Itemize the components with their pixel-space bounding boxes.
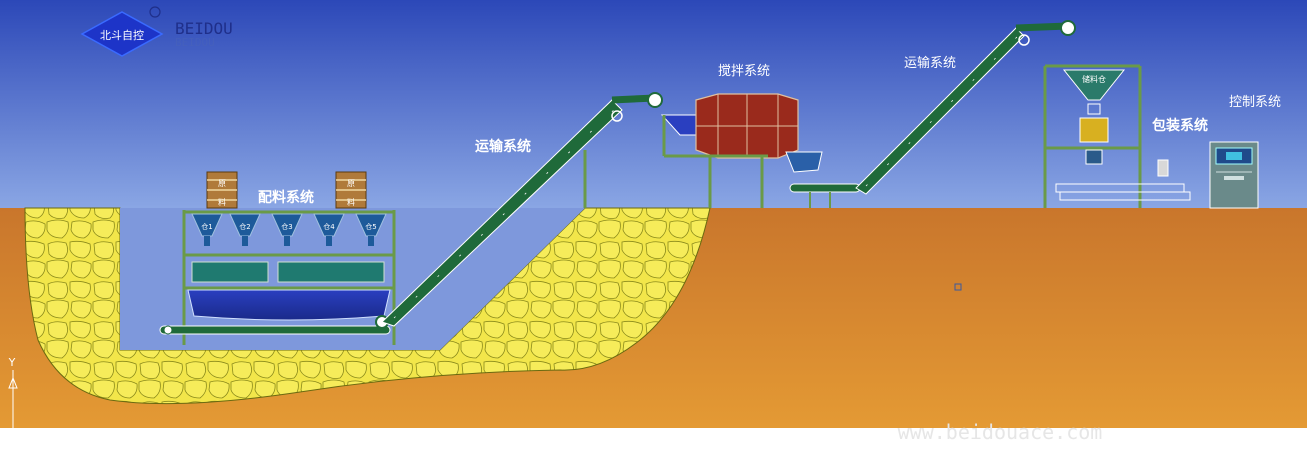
hopper-row: 仓1 仓2 仓3 仓4 仓5 <box>191 213 387 246</box>
conveying-system-1-label: 运输系统 <box>475 138 531 155</box>
conveying-system-2-label: 运输系统 <box>904 55 956 71</box>
conveyor-roller-icon <box>163 325 173 335</box>
drum-left-char-2: 料 <box>218 197 226 207</box>
mixer-frame <box>662 115 768 208</box>
mixing-system: 搅拌系统 <box>660 63 823 208</box>
batching-system: 原 料 原 料 配料系统 仓1 仓2 仓3 <box>159 171 396 345</box>
hopper-3-label: 仓3 <box>281 222 292 231</box>
hopper-3: 仓3 <box>271 213 303 246</box>
drum-right-char-1: 原 <box>347 179 355 188</box>
drum-left-char-1: 原 <box>218 179 226 188</box>
batching-frame <box>182 210 396 345</box>
incline-conveyor-1: 运输系统 <box>381 92 663 327</box>
mixing-system-label: 搅拌系统 <box>718 63 770 79</box>
hopper-1: 仓1 <box>191 213 223 246</box>
batching-system-label: 配料系统 <box>258 189 314 206</box>
control-system: 控制系统 <box>1209 95 1281 209</box>
bottom-margin <box>0 428 1307 460</box>
hopper-4-label: 仓4 <box>323 222 335 231</box>
weighing-unit <box>1079 117 1109 143</box>
hopper-4: 仓4 <box>313 213 345 246</box>
logo-brand-text: BEIDOU <box>175 19 233 38</box>
watermark-text: www.beidouace.com <box>898 420 1103 444</box>
logo-cn-text: 北斗自控 <box>100 28 144 42</box>
control-system-label: 控制系统 <box>1229 95 1281 110</box>
rock-pit <box>24 207 711 405</box>
storage-bin-label: 储料仓 <box>1082 74 1106 84</box>
collecting-trough <box>187 289 391 321</box>
registered-mark-icon <box>149 6 161 18</box>
storage-bin <box>1062 69 1126 101</box>
hopper-5-label: 仓5 <box>365 222 376 231</box>
raw-material-drum-left: 原 料 <box>206 171 238 209</box>
head-pulley-1-icon <box>647 92 663 108</box>
weigh-tank-left <box>191 261 269 283</box>
packaging-system: 储料仓 包装系统 <box>1043 64 1208 208</box>
logo-brand-reflection: BEIDOU <box>175 36 215 49</box>
raw-material-drum-right: 原 料 <box>335 171 367 209</box>
hopper-5: 仓5 <box>355 213 387 246</box>
hopper-2-label: 仓2 <box>239 222 250 231</box>
logo-diamond-icon <box>80 11 164 57</box>
weigh-tank-right <box>277 261 385 283</box>
bottom-belt-conveyor <box>159 325 391 335</box>
head-pulley-2-icon <box>1060 20 1076 36</box>
hopper-2: 仓2 <box>229 213 261 246</box>
y-axis-marker: Y <box>8 356 18 428</box>
hopper-1-label: 仓1 <box>201 222 212 231</box>
discharge-hopper <box>785 151 823 173</box>
y-axis-label: Y <box>8 356 16 369</box>
drum-right-char-2: 料 <box>347 197 355 207</box>
incline-conveyor-2: 运输系统 <box>789 20 1076 208</box>
brand-logo: 北斗自控 BEIDOU BEIDOU <box>80 6 233 57</box>
cursor-marker <box>954 283 962 291</box>
packaging-system-label: 包装系统 <box>1152 117 1208 134</box>
